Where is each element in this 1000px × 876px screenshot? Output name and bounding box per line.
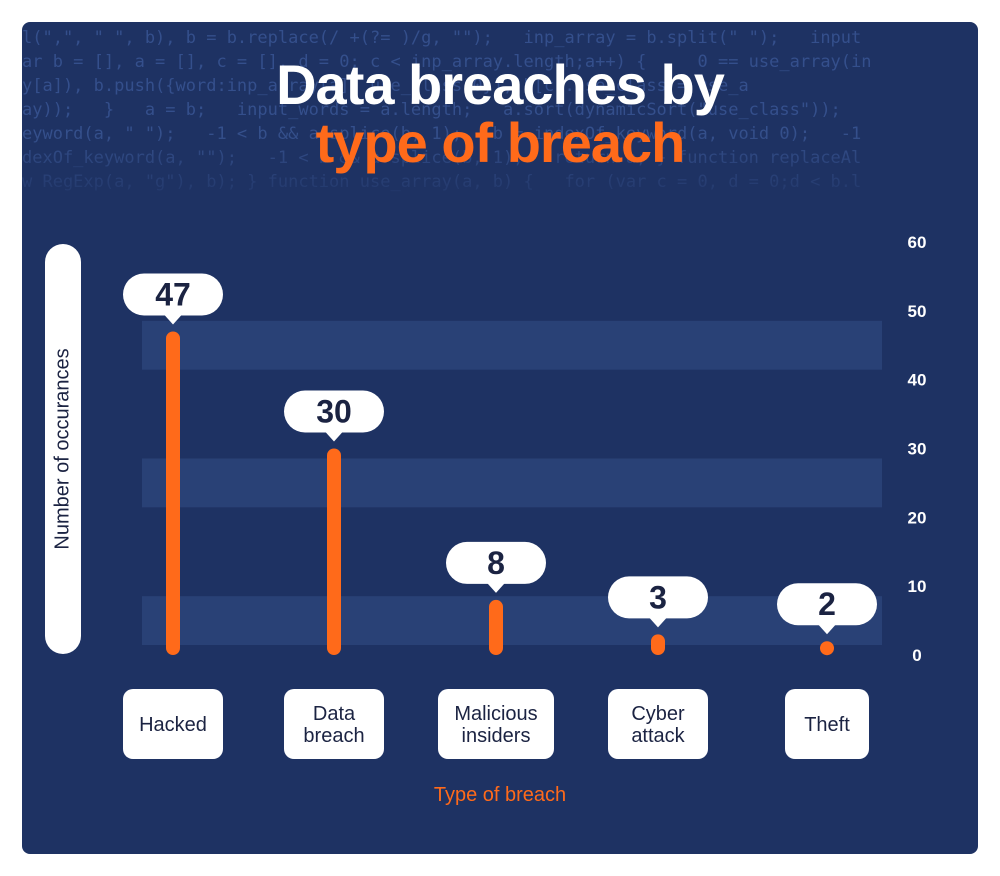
- category-label: insiders: [462, 725, 531, 747]
- y-tick-label: 60: [908, 233, 927, 252]
- data-label-bubble: 47: [123, 273, 223, 325]
- bar: [166, 331, 180, 655]
- data-label: 2: [818, 586, 836, 622]
- category-label: Theft: [804, 714, 850, 736]
- bubble-body: [446, 541, 546, 584]
- category-box-bg: [438, 689, 554, 759]
- code-background-fade: [22, 132, 978, 212]
- bubble-body: [123, 273, 223, 316]
- category-label: breach: [303, 725, 364, 747]
- chart-title-line2: type of breach: [315, 111, 686, 174]
- bubble-body: [284, 390, 384, 433]
- category-box-bg: [123, 689, 223, 759]
- bubble-body: [608, 576, 708, 619]
- data-label: 47: [155, 276, 191, 312]
- category-box: Theft: [785, 689, 869, 759]
- bubble-pointer: [325, 431, 343, 442]
- grid-bands: [142, 320, 882, 645]
- category-label: Hacked: [139, 714, 207, 736]
- x-axis-label: Type of breach: [433, 784, 567, 806]
- y-axis-label-pill: [45, 244, 81, 654]
- grid-band: [142, 320, 882, 370]
- category-label: Data: [313, 703, 356, 725]
- y-tick-label: 10: [908, 577, 927, 596]
- bubble-pointer: [164, 314, 182, 325]
- category-box-bg: [608, 689, 708, 759]
- grid-band: [142, 596, 882, 645]
- bar: [327, 448, 341, 655]
- code-line: y[a]), b.push({word:inp_array[a], use_cl…: [22, 76, 749, 96]
- bubble-pointer: [649, 617, 667, 628]
- category-box: Hacked: [123, 689, 223, 759]
- category-label: Cyber: [631, 703, 685, 725]
- y-tick-label: 50: [908, 302, 927, 321]
- bubble-pointer: [818, 624, 836, 635]
- chart-card: l(",", " ", b), b = b.replace(/ +(?= )/g…: [22, 22, 978, 854]
- code-line: ar b = [], a = [], c = [], d = 0; c < in…: [22, 52, 872, 72]
- bubble-body: [777, 583, 877, 626]
- category-box-bg: [785, 689, 869, 759]
- data-label-bubble: 30: [284, 390, 384, 442]
- grid-band: [142, 458, 882, 508]
- data-label: 8: [487, 545, 505, 581]
- bar: [651, 634, 665, 655]
- data-label-bubble: 8: [446, 541, 546, 593]
- y-tick-label: 40: [908, 371, 927, 390]
- bars: [166, 331, 834, 656]
- y-tick-label: 30: [908, 440, 927, 459]
- bubble-pointer: [487, 582, 505, 593]
- category-label: attack: [631, 725, 685, 747]
- category-label: Malicious: [454, 703, 537, 725]
- data-label: 30: [316, 394, 352, 430]
- bar: [489, 599, 503, 655]
- y-tick-label: 0: [912, 646, 921, 665]
- data-label-bubble: 2: [777, 583, 877, 635]
- code-line: l(",", " ", b), b = b.replace(/ +(?= )/g…: [22, 28, 862, 48]
- chart-title-line1: Data breaches by: [276, 53, 725, 116]
- category-box-bg: [284, 689, 384, 759]
- y-tick-label: 20: [908, 508, 927, 527]
- data-label: 3: [649, 579, 667, 615]
- data-label-bubble: 3: [608, 576, 708, 628]
- data-labels: 47 30 8 3 2: [123, 273, 877, 635]
- bar: [820, 641, 834, 656]
- code-line: ay)); } a = b; input_words = a.length; a…: [22, 100, 841, 120]
- y-axis-ticks: 0 10 20 30 40 50 60: [908, 233, 927, 665]
